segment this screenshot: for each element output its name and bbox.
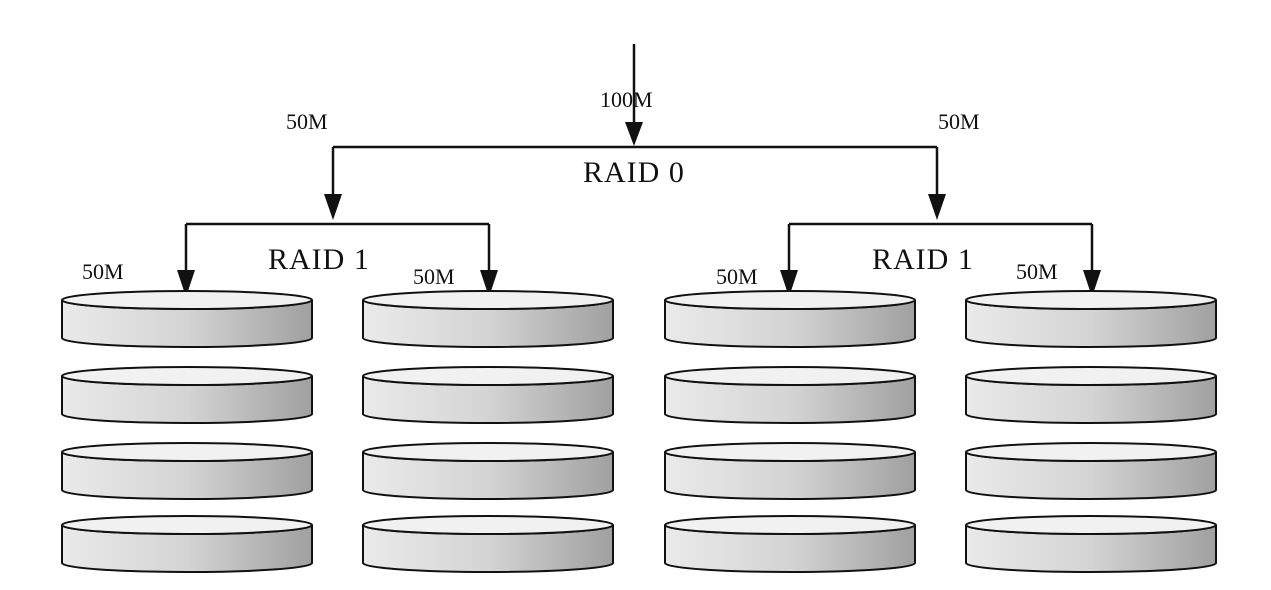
raid0-right-arrow-icon	[928, 194, 946, 220]
disk	[362, 442, 614, 500]
disk	[362, 366, 614, 424]
disk	[664, 366, 916, 424]
raid1-left-arrow-a-icon	[177, 270, 195, 297]
raid1-right-member-b-label: 50M	[1016, 259, 1058, 284]
disk-top	[664, 366, 916, 386]
disk-top	[362, 442, 614, 462]
disk-stack	[61, 290, 313, 573]
raid0-right-branch-label: 50M	[938, 109, 980, 134]
disk-top	[362, 366, 614, 386]
raid0-label: RAID 0	[583, 156, 685, 189]
raid1-left-member-b-label: 50M	[413, 264, 455, 289]
disk	[61, 515, 313, 573]
disk-top	[664, 515, 916, 535]
disk	[664, 290, 916, 348]
disk	[61, 442, 313, 500]
disk-stack	[362, 290, 614, 573]
disk	[965, 290, 1217, 348]
input-arrow-icon	[625, 122, 643, 146]
raid1-left-arrow-b-icon	[480, 270, 498, 297]
disk	[61, 290, 313, 348]
disk	[664, 442, 916, 500]
raid1-right-arrow-b-icon	[1083, 270, 1101, 297]
raid1-group-right	[780, 222, 1101, 297]
raid1-right-label: RAID 1	[872, 243, 974, 276]
disk-stacks	[61, 290, 1217, 573]
disk-top	[61, 366, 313, 386]
disk-top	[664, 442, 916, 462]
disk-top	[362, 515, 614, 535]
disk-top	[965, 366, 1217, 386]
disk	[362, 515, 614, 573]
disk	[965, 442, 1217, 500]
raid0-left-arrow-icon	[324, 194, 342, 220]
disk	[61, 366, 313, 424]
disk-stack	[965, 290, 1217, 573]
disk	[965, 515, 1217, 573]
raid1-right-member-a-label: 50M	[716, 264, 758, 289]
disk-stack	[664, 290, 916, 573]
raid1-group-left	[177, 222, 498, 297]
disk-top	[61, 290, 313, 310]
input-label: 100M	[600, 87, 653, 112]
disk-top	[965, 442, 1217, 462]
raid1-left-label: RAID 1	[268, 243, 370, 276]
disk	[362, 290, 614, 348]
disk-top	[965, 290, 1217, 310]
disk-top	[61, 515, 313, 535]
disk-top	[61, 442, 313, 462]
raid1-right-arrow-a-icon	[780, 270, 798, 297]
raid1-left-member-a-label: 50M	[82, 259, 124, 284]
raid0-connector	[324, 145, 946, 220]
disk	[965, 366, 1217, 424]
disk-top	[664, 290, 916, 310]
disk-top	[965, 515, 1217, 535]
disk-top	[362, 290, 614, 310]
raid0-left-branch-label: 50M	[286, 109, 328, 134]
input-connector	[625, 44, 643, 146]
disk	[664, 515, 916, 573]
